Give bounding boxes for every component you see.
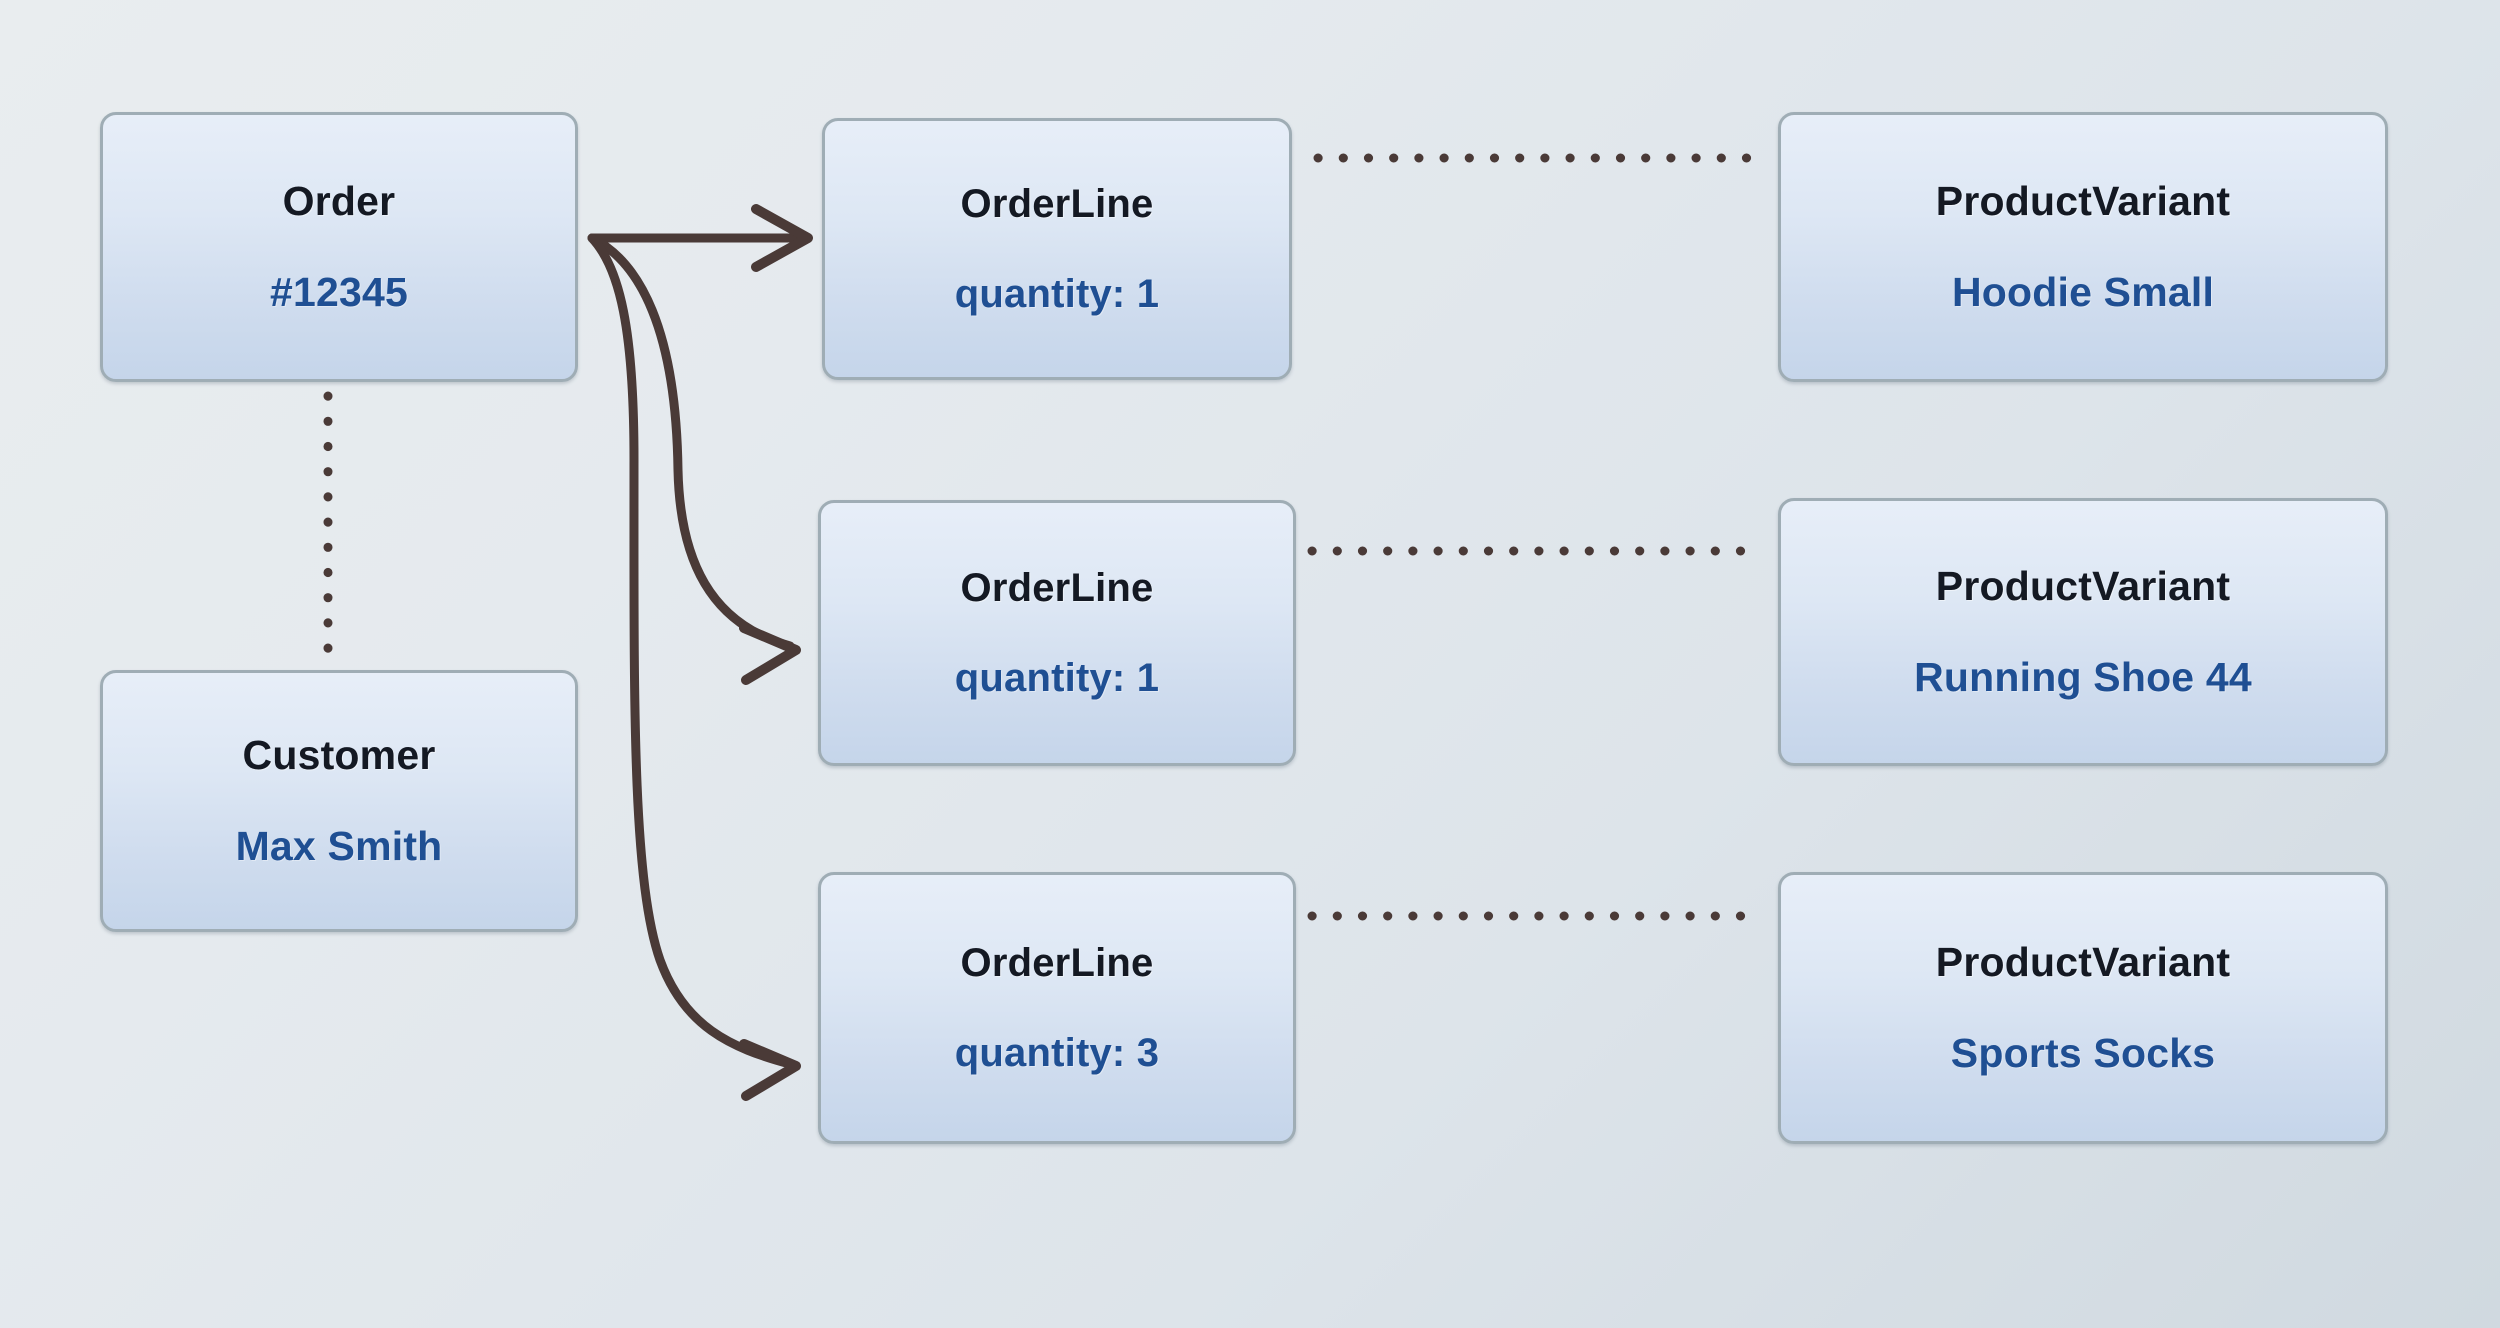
node-productvariant-2[interactable]: ProductVariant Running Shoe 44: [1778, 498, 2388, 766]
node-productvariant-1[interactable]: ProductVariant Hoodie Small: [1778, 112, 2388, 382]
edge-order-orderline3: [587, 233, 801, 1101]
node-order[interactable]: Order #12345: [100, 112, 578, 382]
edge-order-orderline1: [587, 204, 813, 272]
node-productvariant-2-title: ProductVariant: [1935, 562, 2231, 609]
node-orderline-2[interactable]: OrderLine quantity: 1: [818, 500, 1296, 766]
node-productvariant-3[interactable]: ProductVariant Sports Socks: [1778, 872, 2388, 1144]
node-customer-subtitle: Max Smith: [235, 823, 443, 869]
node-customer[interactable]: Customer Max Smith: [100, 670, 578, 932]
edge-order-orderline2: [587, 233, 801, 685]
node-productvariant-1-subtitle: Hoodie Small: [1951, 269, 2215, 315]
node-orderline-3-subtitle: quantity: 3: [954, 1031, 1160, 1075]
node-productvariant-3-subtitle: Sports Socks: [1950, 1030, 2216, 1076]
node-orderline-1-title: OrderLine: [960, 182, 1154, 226]
node-orderline-3[interactable]: OrderLine quantity: 3: [818, 872, 1296, 1144]
node-customer-title: Customer: [242, 731, 436, 778]
node-orderline-2-subtitle: quantity: 1: [954, 656, 1160, 700]
node-order-subtitle: #12345: [269, 269, 408, 315]
node-orderline-1[interactable]: OrderLine quantity: 1: [822, 118, 1292, 380]
node-orderline-2-title: OrderLine: [960, 566, 1154, 610]
node-productvariant-2-subtitle: Running Shoe 44: [1914, 654, 2252, 700]
node-order-title: Order: [282, 177, 396, 224]
node-orderline-1-subtitle: quantity: 1: [954, 272, 1160, 316]
node-orderline-3-title: OrderLine: [960, 941, 1154, 985]
node-productvariant-1-title: ProductVariant: [1935, 177, 2231, 224]
node-productvariant-3-title: ProductVariant: [1935, 938, 2231, 985]
